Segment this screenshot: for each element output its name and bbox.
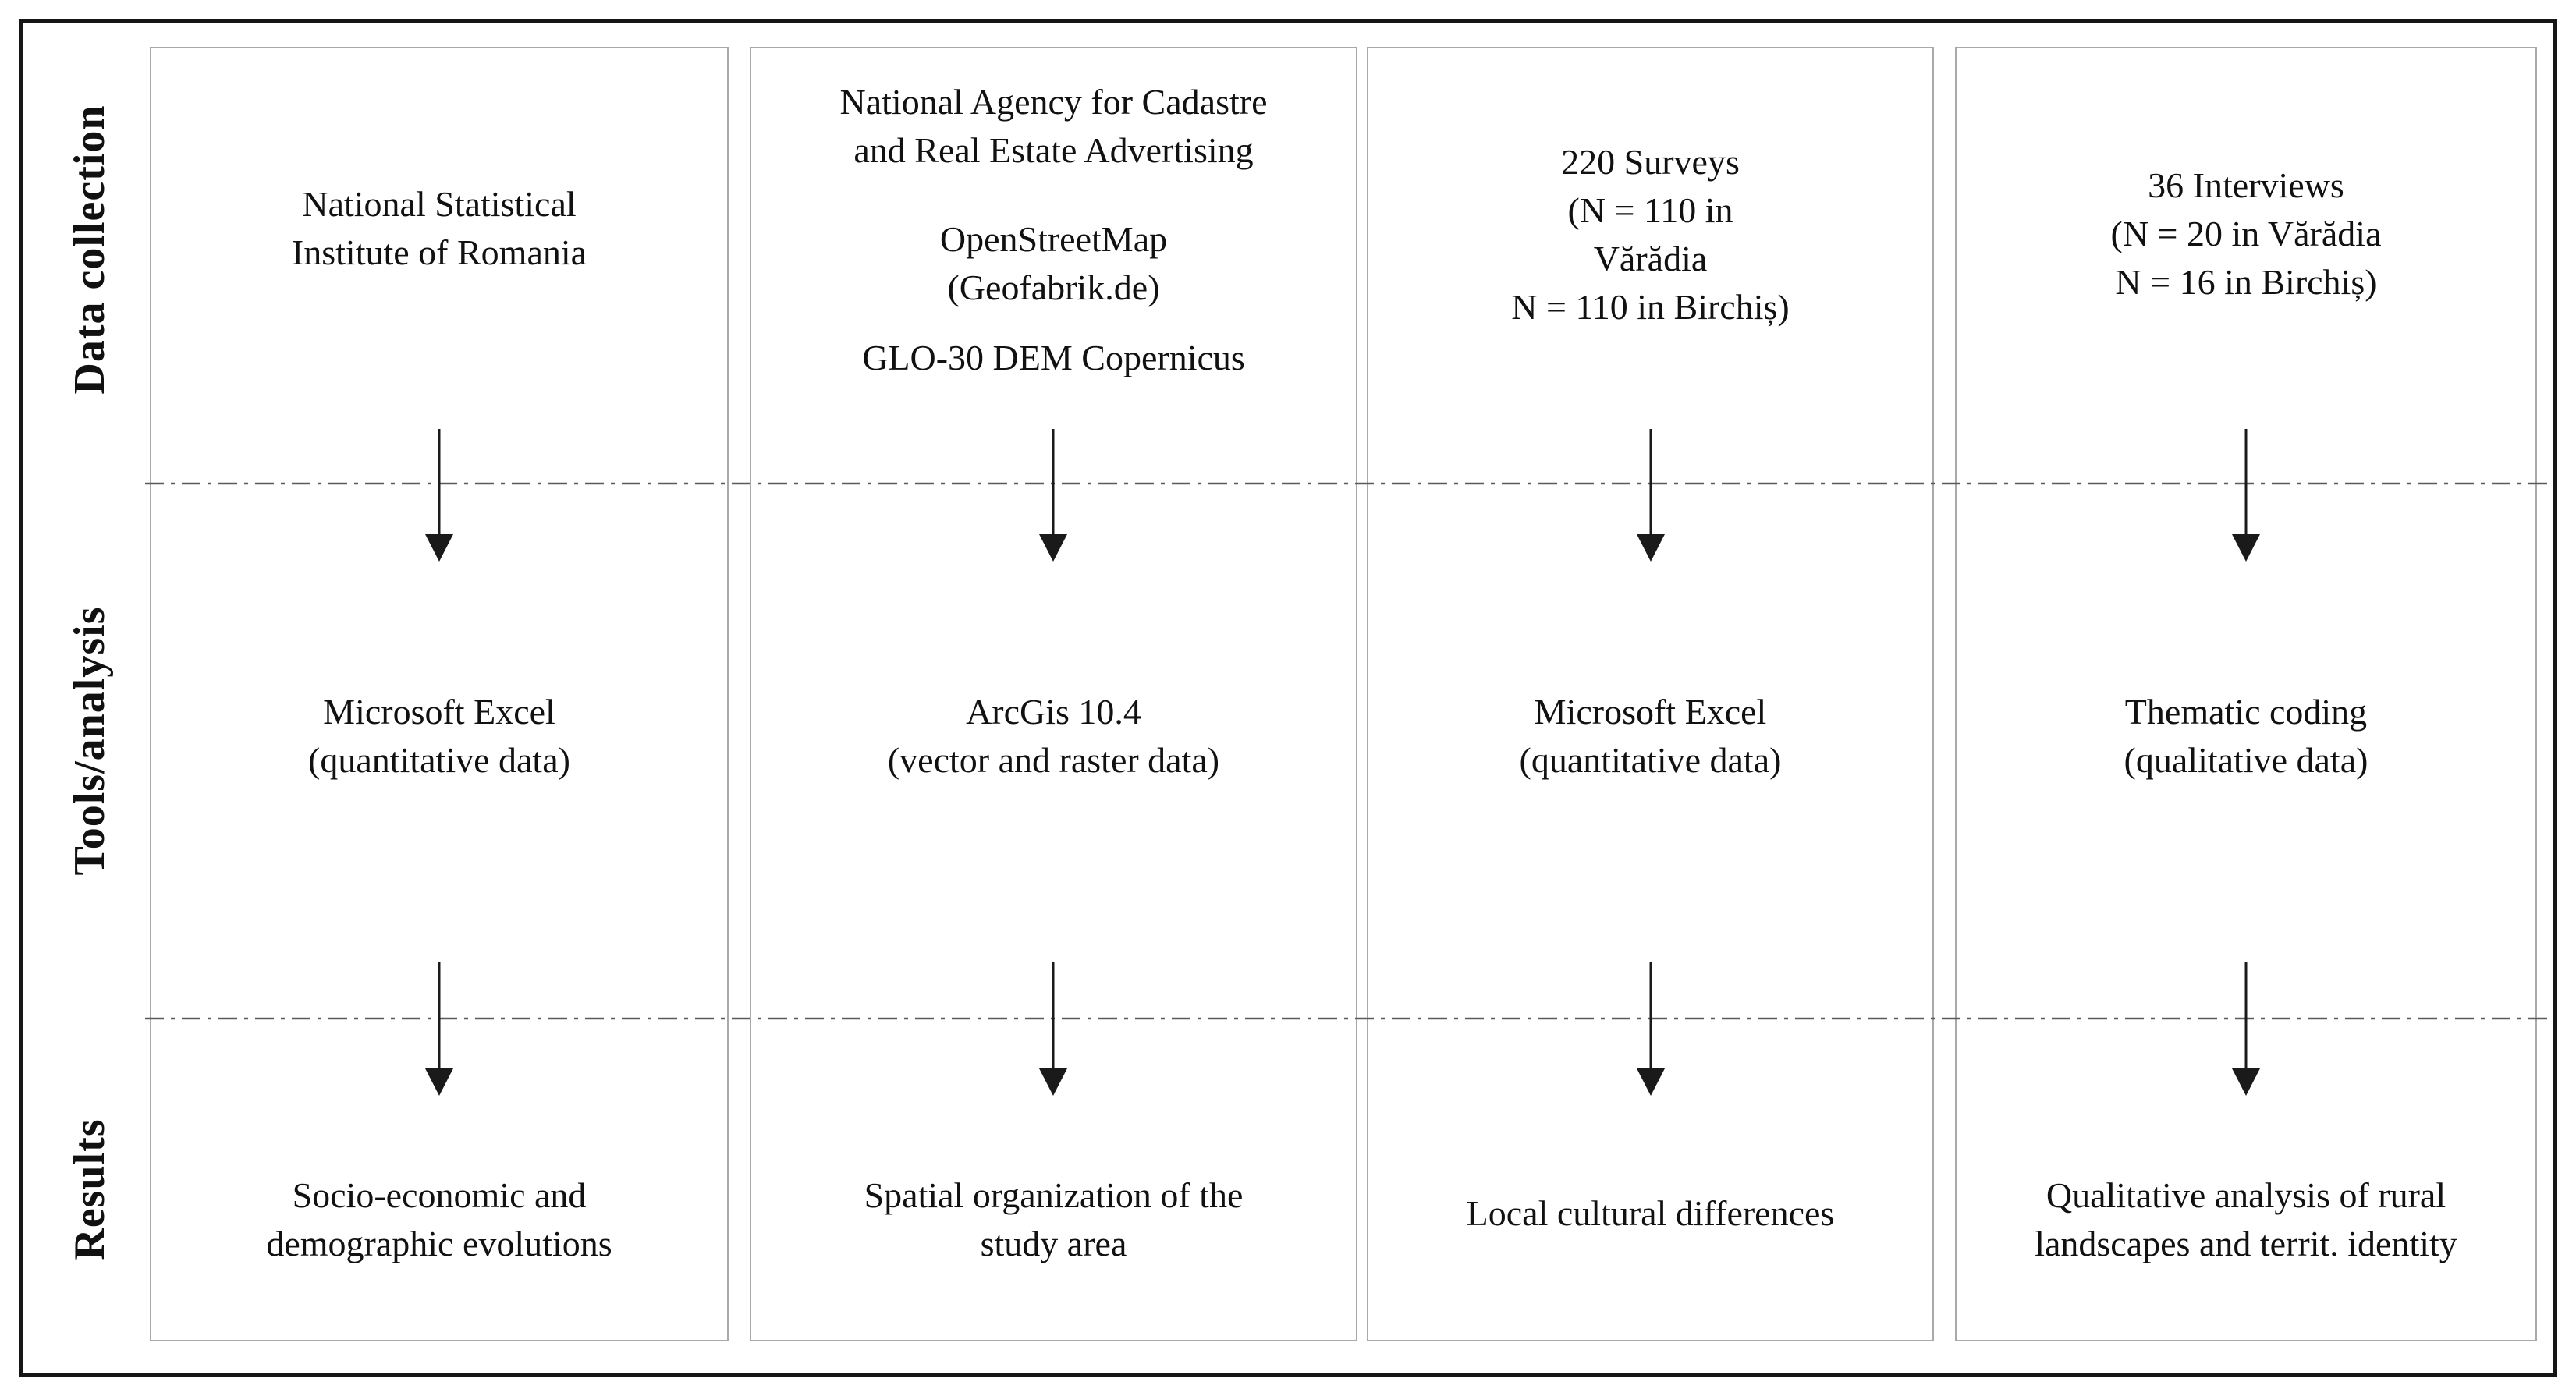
column-box-statistical-institute: National Statistical Institute of Romani… xyxy=(150,47,729,1341)
results-text: Socio-economic and demographic evolution… xyxy=(266,1175,612,1263)
column-box-surveys: 220 Surveys (N = 110 in Vărădia N = 110 … xyxy=(1367,47,1934,1341)
results-text: Spatial organization of the study area xyxy=(864,1175,1244,1263)
tools-analysis-text: Microsoft Excel (quantitative data) xyxy=(1519,692,1782,780)
tools-analysis-text: Microsoft Excel (quantitative data) xyxy=(308,692,570,780)
results-text: Qualitative analysis of rural landscapes… xyxy=(2035,1175,2457,1263)
row-label-results: Results xyxy=(66,1118,114,1260)
row-label-tools-analysis: Tools/analysis xyxy=(66,606,114,876)
data-collection-source: OpenStreetMap (Geofabrik.de) xyxy=(939,219,1168,307)
results-text: Local cultural differences xyxy=(1466,1193,1835,1233)
row-label-data-collection: Data collection xyxy=(66,105,114,395)
column-box-interviews: 36 Interviews (N = 20 in Vărădia N = 16 … xyxy=(1955,47,2537,1341)
tools-analysis-text: Thematic coding (qualitative data) xyxy=(2124,692,2368,780)
data-collection-source: National Agency for Cadastre and Real Es… xyxy=(839,82,1268,170)
column-box-cadastre-gis: National Agency for Cadastre and Real Es… xyxy=(750,47,1357,1341)
data-collection-source: 36 Interviews (N = 20 in Vărădia N = 16 … xyxy=(2110,165,2382,302)
data-collection-source: National Statistical Institute of Romani… xyxy=(291,184,587,272)
data-collection-source: 220 Surveys (N = 110 in Vărădia N = 110 … xyxy=(1511,142,1790,327)
tools-analysis-text: ArcGis 10.4 (vector and raster data) xyxy=(887,692,1220,780)
data-collection-source-stack: National Agency for Cadastre and Real Es… xyxy=(756,78,1351,382)
data-collection-source: GLO-30 DEM Copernicus xyxy=(862,338,1245,377)
